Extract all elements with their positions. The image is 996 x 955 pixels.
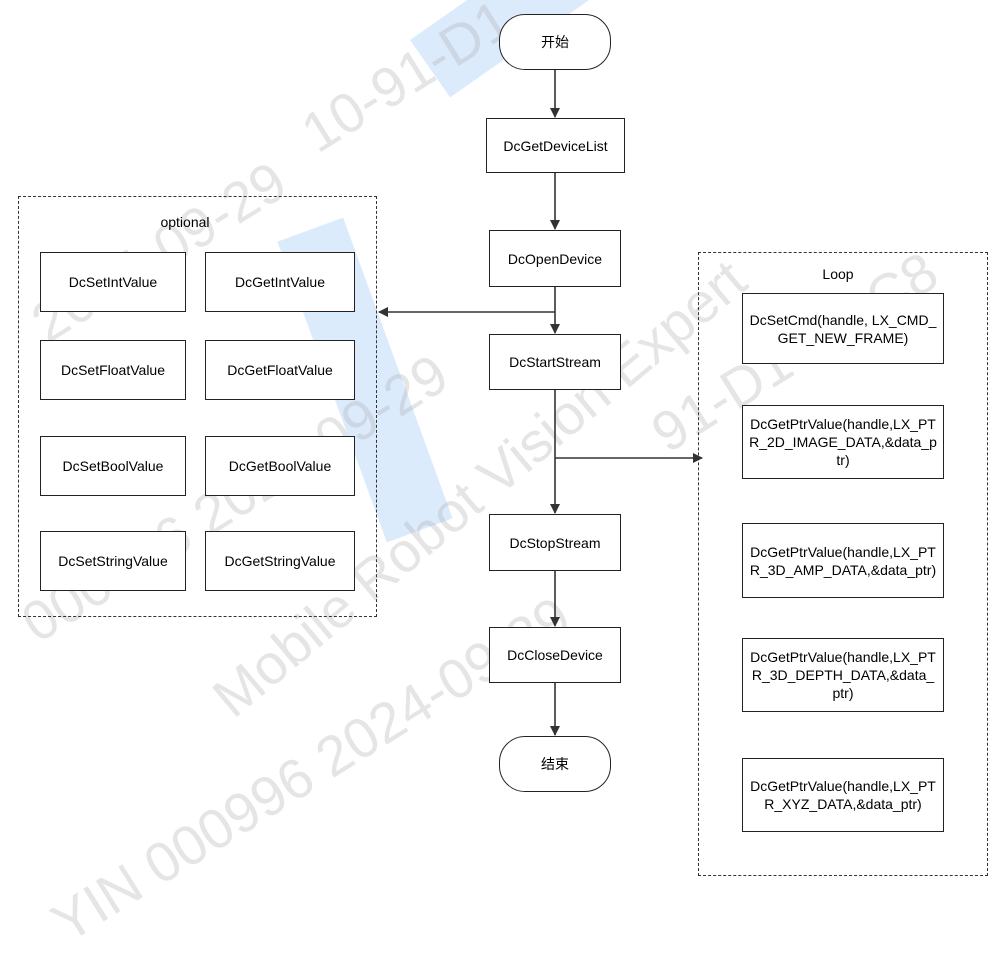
loop-item: DcSetCmd(handle, LX_CMD_GET_NEW_FRAME) — [742, 293, 944, 364]
open-device-node: DcOpenDevice — [489, 230, 621, 287]
optional-group-label: optional — [160, 214, 210, 230]
optional-item: DcGetStringValue — [205, 531, 355, 591]
optional-item: DcSetFloatValue — [40, 340, 186, 400]
optional-item: DcSetIntValue — [40, 252, 186, 312]
connector-layer — [378, 70, 703, 736]
loop-group-label: Loop — [822, 266, 854, 282]
loop-item: DcGetPtrValue(handle,LX_PTR_XYZ_DATA,&da… — [742, 758, 944, 832]
start-stream-node: DcStartStream — [489, 334, 621, 390]
optional-item: DcSetBoolValue — [40, 436, 186, 496]
loop-item: DcGetPtrValue(handle,LX_PTR_3D_AMP_DATA,… — [742, 523, 944, 598]
get-device-list-node: DcGetDeviceList — [486, 118, 625, 173]
loop-item: DcGetPtrValue(handle,LX_PTR_2D_IMAGE_DAT… — [742, 405, 944, 479]
end-node: 结束 — [499, 736, 611, 792]
loop-group — [698, 252, 988, 876]
close-device-node: DcCloseDevice — [489, 627, 621, 683]
start-node: 开始 — [499, 14, 611, 70]
optional-item: DcGetIntValue — [205, 252, 355, 312]
optional-item: DcSetStringValue — [40, 531, 186, 591]
stop-stream-node: DcStopStream — [489, 514, 621, 571]
optional-group — [18, 196, 377, 617]
optional-item: DcGetBoolValue — [205, 436, 355, 496]
optional-item: DcGetFloatValue — [205, 340, 355, 400]
loop-item: DcGetPtrValue(handle,LX_PTR_3D_DEPTH_DAT… — [742, 638, 944, 712]
